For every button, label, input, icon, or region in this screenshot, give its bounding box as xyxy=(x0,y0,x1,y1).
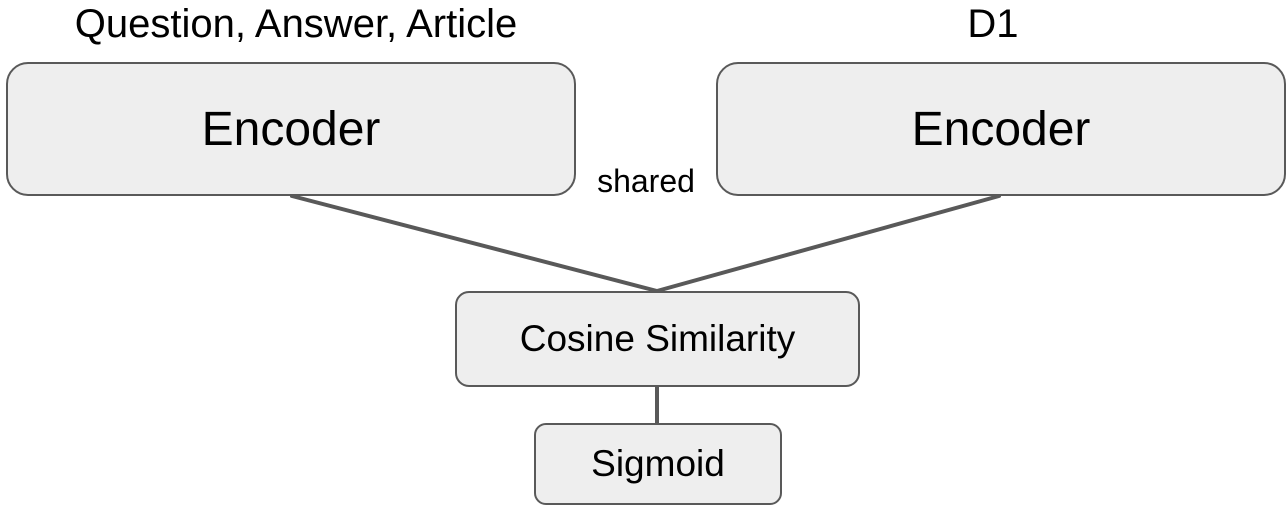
cosine-similarity-box: Cosine Similarity xyxy=(455,291,860,387)
connector-right-encoder-to-cosine xyxy=(655,194,1001,293)
encoder-right-label: Encoder xyxy=(911,102,1091,156)
sigmoid-label: Sigmoid xyxy=(591,443,725,484)
input-label-left: Question, Answer, Article xyxy=(74,2,518,46)
connector-left-encoder-to-cosine xyxy=(290,194,659,293)
input-label-right: D1 xyxy=(967,2,1019,46)
shared-label: shared xyxy=(597,163,695,199)
encoder-left-box: Encoder xyxy=(6,62,576,196)
encoder-left-label: Encoder xyxy=(201,102,381,156)
encoder-right-box: Encoder xyxy=(716,62,1286,196)
cosine-similarity-label: Cosine Similarity xyxy=(519,318,796,359)
sigmoid-box: Sigmoid xyxy=(534,423,782,505)
